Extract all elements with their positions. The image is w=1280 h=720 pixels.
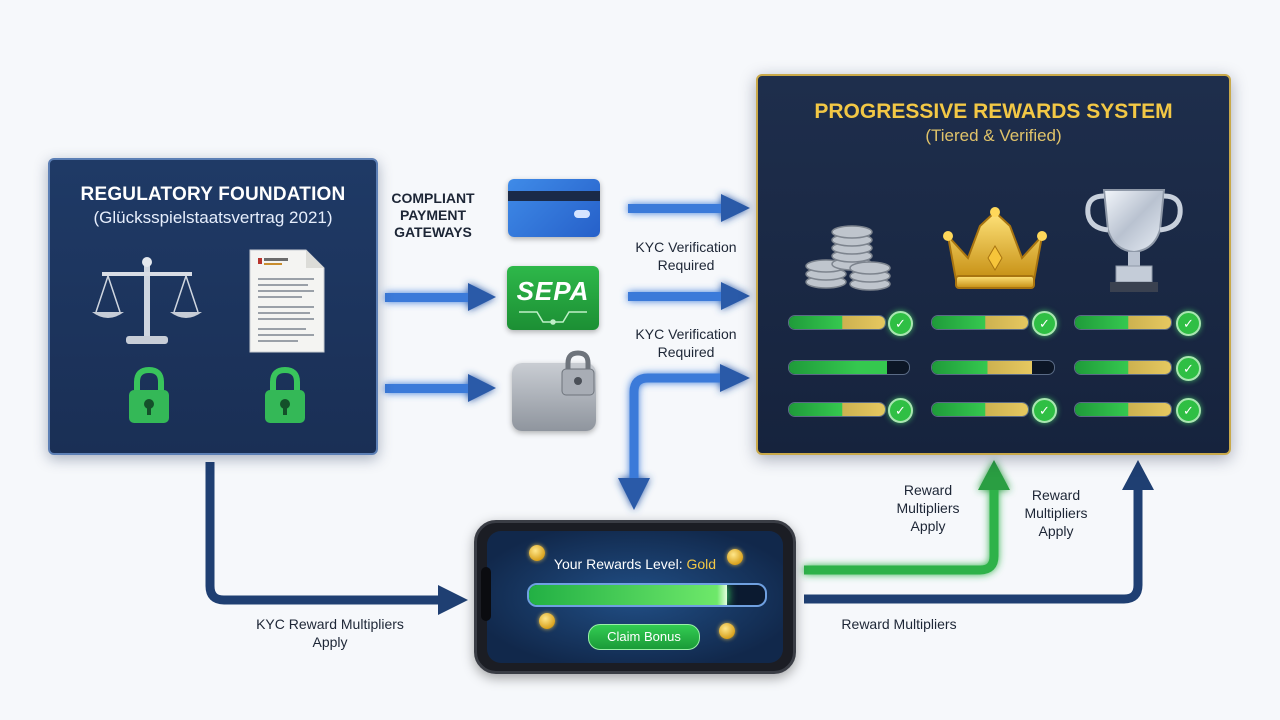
phone-mockup: Your Rewards Level: Gold Claim Bonus [474,520,796,674]
sepa-label: SEPA [516,276,590,306]
heading-line-3: GATEWAYS [394,224,472,240]
heading-line-1: COMPLIANT [391,190,475,206]
rewards-progress-bar [527,583,767,607]
check-icon: ✓ [1176,311,1201,336]
heading-line-2: PAYMENT [399,207,467,223]
rewards-level-text: Your Rewards Level: Gold [487,556,783,572]
kyc-verification-label-2: KYC Verification Required [622,325,750,361]
lock-icon [129,366,169,423]
claim-bonus-button[interactable]: Claim Bonus [588,624,700,650]
arrow-reg-to-wallet [385,374,496,402]
kyc-1-line-1: KYC Verification [635,239,737,255]
reward-multipliers-bottom-label: Reward Multipliers [841,616,957,632]
coins-icon [805,225,891,291]
regulatory-foundation-panel: REGULATORY FOUNDATION (Glücksspielstaats… [48,158,378,455]
payment-gateways-heading: COMPLIANT PAYMENT GATEWAYS [380,190,486,241]
rm-blue-line-2: Multipliers [1024,505,1088,521]
tier2-bar-3 [931,402,1029,417]
tier2-bar-2 [931,360,1055,375]
trophy-icon [1085,189,1183,292]
lock-icon-2 [265,366,305,423]
credit-card-icon [508,179,600,237]
coin-icon [529,545,545,561]
rewards-subtitle: (Tiered & Verified) [925,126,1062,145]
circuit-lines-icon [519,311,587,325]
kyc-reward-line-2: Apply [312,634,348,650]
arrow-reg-to-sepa [385,283,496,311]
arrow-wallet-branch [618,364,750,510]
tier3-bar-2 [1074,360,1172,375]
reward-multipliers-blue-label: Reward Multipliers Apply [1014,486,1098,540]
arrow-sepa-to-rewards [628,282,750,310]
coin-icon [539,613,555,629]
rewards-title: PROGRESSIVE REWARDS SYSTEM [814,100,1173,123]
check-icon: ✓ [888,311,913,336]
kyc-2-line-1: KYC Verification [635,326,737,342]
check-icon: ✓ [1032,398,1057,423]
check-icon: ✓ [1032,311,1057,336]
rewards-level-value: Gold [686,556,717,572]
regulatory-title: REGULATORY FOUNDATION [80,184,346,205]
arrow-reg-to-phone [205,462,468,615]
phone-notch [481,567,491,621]
coin-icon [719,623,735,639]
tier3-bar-1 [1074,315,1172,330]
rm-green-line-2: Multipliers [896,500,960,516]
check-icon: ✓ [1176,398,1201,423]
sepa-icon: SEPA [507,266,599,330]
progressive-rewards-panel: PROGRESSIVE REWARDS SYSTEM (Tiered & Ver… [756,74,1231,455]
kyc-verification-label-1: KYC Verification Required [622,238,750,274]
kyc-2-line-2: Required [657,344,715,360]
kyc-reward-multipliers-label: KYC Reward Multipliers Apply [244,615,416,651]
tier1-bar-1 [788,315,886,330]
arrow-phone-to-rewards-blue [804,460,1154,604]
rm-green-line-1: Reward [903,482,953,498]
arrow-card-to-rewards [628,194,750,222]
tier2-bar-1 [931,315,1029,330]
check-icon: ✓ [1176,356,1201,381]
rm-blue-line-3: Apply [1038,523,1074,539]
phone-screen: Your Rewards Level: Gold Claim Bonus [487,531,783,663]
reward-multipliers-green-label: Reward Multipliers Apply [886,481,970,535]
wallet-icon [512,350,596,431]
tier1-bar-2 [788,360,910,375]
rewards-level-prefix: Your Rewards Level: [553,556,687,572]
document-icon [249,249,325,353]
crown-icon [943,207,1047,289]
tier3-bar-3 [1074,402,1172,417]
rm-blue-line-1: Reward [1031,487,1081,503]
arrow-phone-to-rewards-green [804,460,1010,575]
rm-green-line-3: Apply [910,518,946,534]
tier1-bar-3 [788,402,886,417]
kyc-reward-line-1: KYC Reward Multipliers [256,616,404,632]
regulatory-subtitle: (Glücksspielstaatsvertrag 2021) [93,208,333,227]
wallet-lock-icon [561,350,595,396]
kyc-1-line-2: Required [657,257,715,273]
coin-icon [727,549,743,565]
check-icon: ✓ [888,398,913,423]
scales-icon [92,257,202,344]
